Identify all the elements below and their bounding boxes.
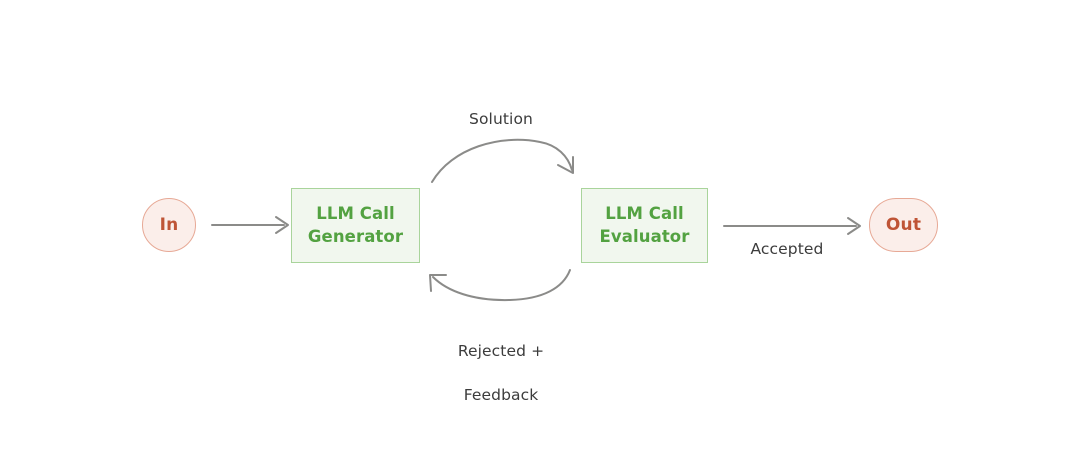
edge-label-rejected-line1: Rejected +	[457, 342, 545, 360]
node-input[interactable]: In	[142, 198, 196, 252]
edge-evaluator-to-generator	[429, 269, 571, 302]
node-generator-label-line2: Generator	[307, 226, 404, 246]
node-evaluator-label-line1: LLM Call	[605, 204, 684, 224]
node-llm-call-evaluator[interactable]: LLM Call Evaluator	[581, 188, 708, 263]
node-evaluator-label-line2: Evaluator	[599, 226, 690, 246]
edge-evaluator-to-out	[723, 217, 861, 235]
edge-label-rejected-line2: Feedback	[463, 386, 539, 404]
node-generator-label-line1: LLM Call	[316, 204, 395, 224]
edge-label-accepted: Accepted	[750, 240, 824, 258]
edge-label-solution: Solution	[469, 110, 533, 128]
node-generator-label: LLM Call Generator	[308, 203, 403, 248]
edge-generator-to-evaluator	[431, 138, 574, 183]
edge-in-to-generator	[211, 216, 289, 234]
node-evaluator-label: LLM Call Evaluator	[600, 203, 690, 248]
node-output-label: Out	[885, 215, 922, 235]
edge-label-rejected-feedback: Rejected + Feedback	[401, 318, 601, 406]
node-output[interactable]: Out	[869, 198, 938, 252]
node-llm-call-generator[interactable]: LLM Call Generator	[291, 188, 420, 263]
node-input-label: In	[159, 215, 179, 235]
